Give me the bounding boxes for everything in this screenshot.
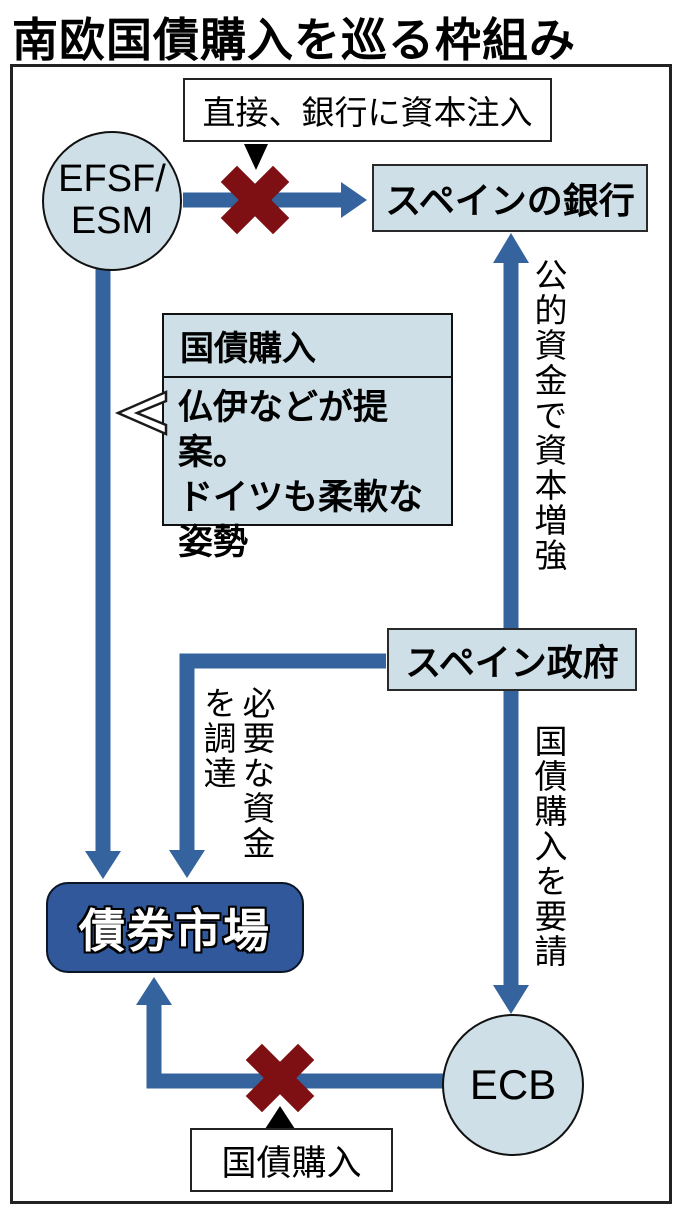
pointer-up-icon (265, 1106, 295, 1129)
arrowhead-gov-to-market (169, 850, 205, 878)
label-direct-injection: 直接、銀行に資本注入 (183, 78, 552, 142)
callout-title: 国債購入 (164, 315, 451, 378)
node-ecb: ECB (442, 1014, 584, 1156)
arrowhead-gov-to-ecb (493, 985, 529, 1014)
label-request-purchase: 国債購入を要請 (530, 724, 567, 969)
node-spain-gov: スペイン政府 (387, 628, 637, 691)
label-raise-funds: 必要な資金を調達 (199, 686, 275, 861)
cross-icon-top (220, 165, 290, 235)
bond-market-label: 債券市場 (79, 904, 271, 957)
callout-bond-purchase: 国債購入 仏伊などが提案。 ドイツも柔軟な 姿勢 (162, 313, 453, 562)
spain-gov-label: スペイン政府 (405, 641, 619, 683)
arrowhead-efsf-to-market (85, 851, 121, 879)
node-bond-market: 債券市場 (46, 882, 304, 973)
arrow-gov-to-market (179, 653, 386, 851)
efsf-esm-label: EFSF/ ESM (58, 158, 166, 242)
node-spain-banks: スペインの銀行 (372, 164, 648, 232)
pointer-down-icon (244, 144, 268, 170)
label-bond-purchase: 国債購入 (190, 1128, 393, 1192)
arrow-ecb-to-market (146, 1003, 445, 1089)
bond-purchase-text: 国債購入 (221, 1143, 362, 1183)
arrowhead-efsf-to-banks (341, 182, 367, 218)
arrowhead-ecb-to-market (136, 977, 172, 1005)
ecb-label: ECB (469, 1061, 557, 1108)
direct-injection-text: 直接、銀行に資本注入 (202, 94, 533, 131)
callout-body: 仏伊などが提案。 ドイツも柔軟な 姿勢 (178, 388, 424, 562)
label-public-funds: 公的資金で資本増強 (530, 258, 567, 573)
node-efsf-esm: EFSF/ ESM (42, 131, 182, 271)
arrowhead-gov-to-banks (493, 233, 529, 263)
cross-icon-bottom (245, 1043, 315, 1113)
diagram-title: 南欧国債購入を巡る枠組み (12, 14, 576, 66)
spain-banks-label: スペインの銀行 (385, 180, 635, 221)
